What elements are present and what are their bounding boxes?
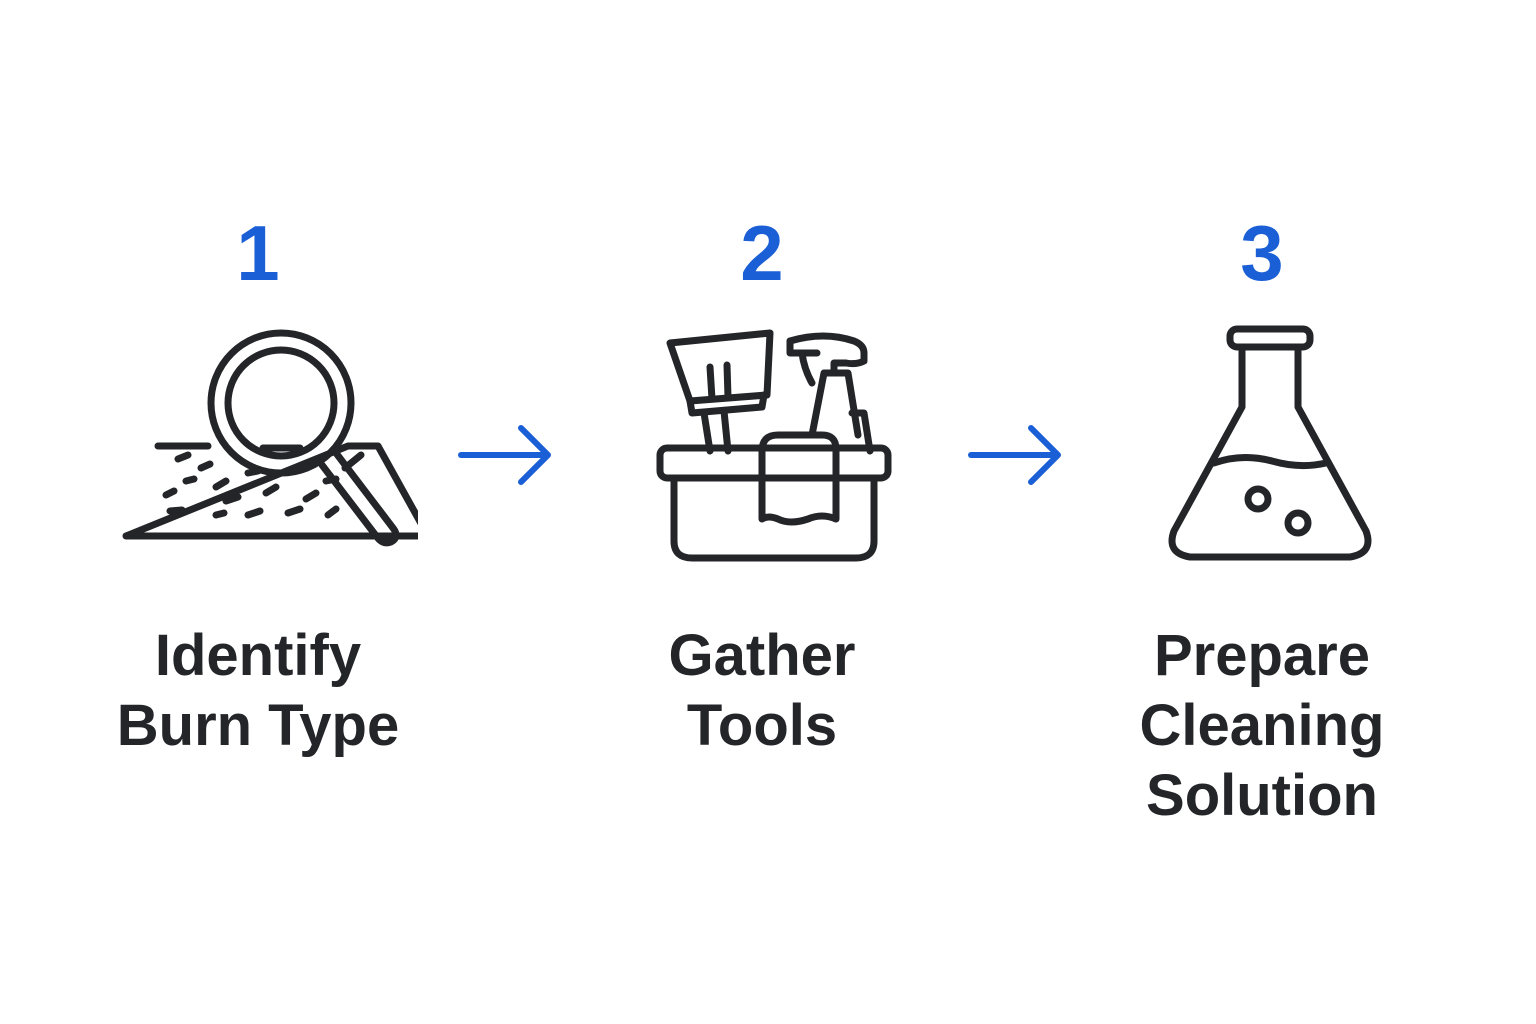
erlenmeyer-flask-icon: [1102, 323, 1422, 573]
step-label-line: Burn Type: [116, 693, 400, 758]
step-number: 3: [1240, 209, 1284, 297]
step-label-line: Solution: [1146, 763, 1378, 828]
step-2: 2 Gather Tools: [592, 205, 932, 761]
step-number: 2: [740, 209, 784, 297]
step-1: 1 Identify Burn Type: [88, 205, 428, 761]
magnifier-over-carpet-icon: [98, 323, 418, 573]
step-label-line: Cleaning: [1139, 693, 1385, 758]
cleaning-supplies-bucket-icon: [602, 323, 922, 573]
step-label: Identify Burn Type: [117, 621, 400, 761]
step-label-line: Tools: [686, 693, 838, 758]
right-arrow-icon: [965, 420, 1065, 490]
step-label-line: Gather: [668, 623, 856, 688]
step-number: 1: [236, 209, 280, 297]
step-label: Prepare Cleaning Solution: [1140, 621, 1385, 831]
step-label-line: Identify: [154, 623, 362, 688]
step-3: 3 Prepare Cleaning Solution: [1092, 205, 1432, 831]
step-label: Gather Tools: [669, 621, 856, 761]
right-arrow-icon: [455, 420, 555, 490]
step-label-line: Prepare: [1153, 623, 1370, 688]
